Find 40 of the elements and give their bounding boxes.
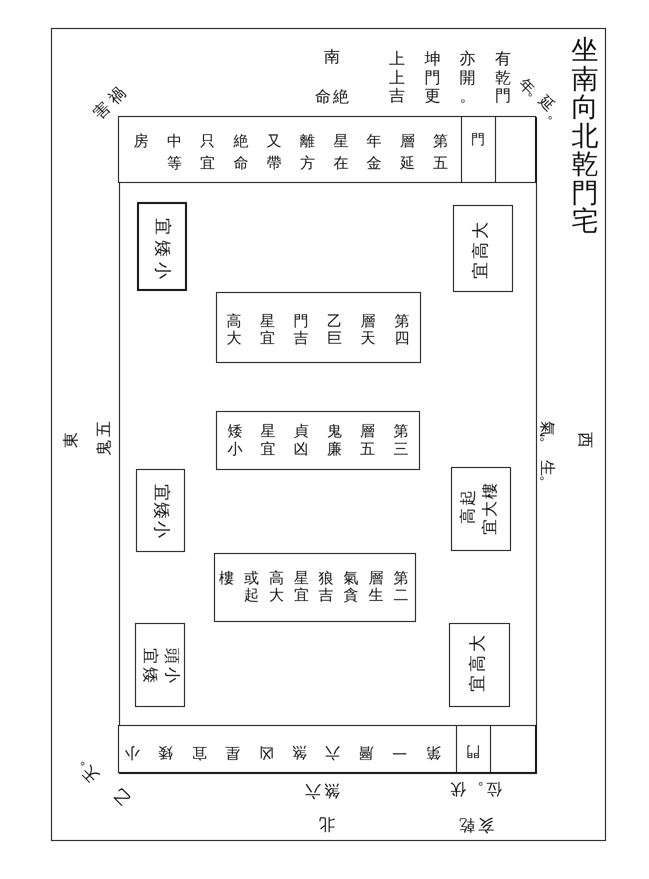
door-cell <box>461 116 496 184</box>
corner-cell <box>490 725 536 774</box>
building-box <box>135 623 186 708</box>
band-note: 第五層延年金星在離方又帶絶命只宜中等房 <box>134 134 448 172</box>
layer-box <box>214 553 416 622</box>
building-box <box>453 205 514 292</box>
room-band <box>118 725 458 774</box>
layer-box <box>216 411 420 470</box>
building-box <box>449 623 510 708</box>
star-label: 禍害 <box>94 88 125 119</box>
star-label: 生。氣。 <box>539 421 555 491</box>
star-label: 延。年。 <box>518 78 564 124</box>
room-band <box>118 116 462 184</box>
corner-cell <box>495 116 536 184</box>
layer-note: 第三層五鬼廉貞凶星宜矮小 <box>227 424 408 458</box>
building-box <box>137 202 188 292</box>
bearing-label: 乾亥 <box>459 817 494 833</box>
door-cell <box>456 725 492 774</box>
building-box <box>451 467 512 552</box>
star-label: 伏。位 <box>450 781 502 797</box>
note-text: 有乾門亦開。坤門更上上吉 <box>389 51 511 104</box>
direction-label: 北 <box>319 816 335 832</box>
door-label: 門 <box>466 744 480 758</box>
layer-note: 第二層生氣貪狼吉星宜高大或起樓 <box>219 570 408 603</box>
building-note: 宜矮小 <box>153 218 170 280</box>
direction-label: 南 <box>324 49 340 65</box>
star-label: 五鬼 <box>96 421 112 456</box>
building-note: 宜高大 <box>470 635 488 692</box>
door-label: 門 <box>470 132 485 147</box>
direction-label: 西 <box>577 432 593 448</box>
house-outline <box>119 117 537 774</box>
diagram-title: 坐南向北乾門宅 <box>572 37 598 235</box>
direction-label: 東 <box>63 432 79 448</box>
building-note: 宜矮小頭 <box>142 648 180 683</box>
layer-note: 第四層天乙巨門吉星宜高大 <box>226 314 410 346</box>
building-box <box>136 469 186 552</box>
building-note: 宜高大起樓 <box>460 482 498 535</box>
layer-box <box>216 292 422 364</box>
building-note: 宜高大 <box>473 222 490 280</box>
building-note: 宜矮小 <box>152 484 170 538</box>
